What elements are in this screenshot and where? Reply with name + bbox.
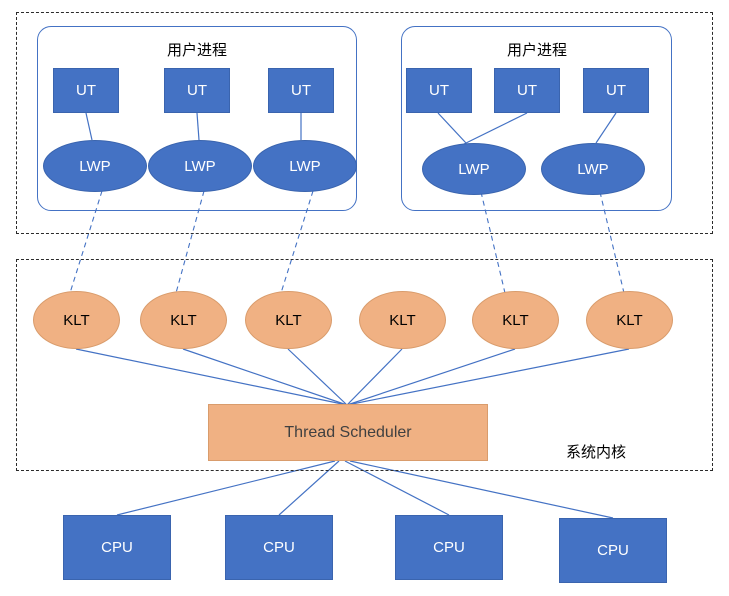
- klt-node: KLT: [359, 291, 446, 349]
- cpu-node: CPU: [63, 515, 171, 580]
- kernel-area-boundary: [16, 259, 713, 471]
- lwp-node: LWP: [148, 140, 252, 192]
- user-process-2: [401, 26, 672, 211]
- ut-node: UT: [164, 68, 230, 113]
- user-process-1-title: 用户进程: [166, 42, 227, 59]
- klt-node: KLT: [140, 291, 227, 349]
- cpu-node: CPU: [395, 515, 503, 580]
- cpu-node: CPU: [559, 518, 667, 583]
- ut-node: UT: [53, 68, 119, 113]
- user-process-1: [37, 26, 357, 211]
- klt-node: KLT: [472, 291, 559, 349]
- ut-node: UT: [268, 68, 334, 113]
- lwp-node: LWP: [422, 143, 526, 195]
- ut-node: UT: [406, 68, 472, 113]
- lwp-node: LWP: [541, 143, 645, 195]
- thread-scheduler-node: Thread Scheduler: [208, 404, 488, 461]
- cpu-node: CPU: [225, 515, 333, 580]
- klt-node: KLT: [586, 291, 673, 349]
- kernel-area-label: 系统内核: [566, 444, 627, 461]
- ut-node: UT: [494, 68, 560, 113]
- ut-node: UT: [583, 68, 649, 113]
- lwp-node: LWP: [253, 140, 357, 192]
- klt-node: KLT: [245, 291, 332, 349]
- user-process-2-title: 用户进程: [506, 42, 567, 59]
- lwp-node: LWP: [43, 140, 147, 192]
- user-area-boundary: [16, 12, 713, 234]
- klt-node: KLT: [33, 291, 120, 349]
